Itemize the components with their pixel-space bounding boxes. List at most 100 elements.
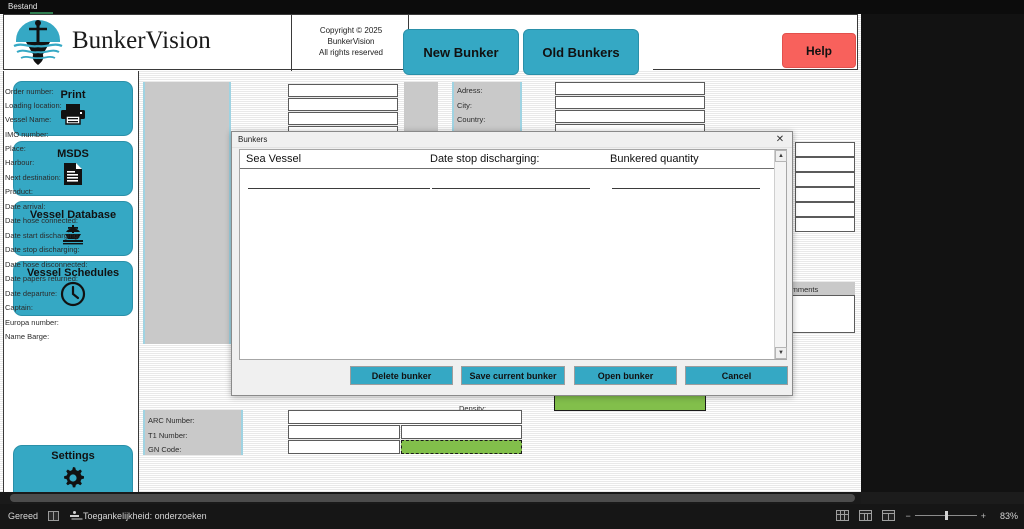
form-input[interactable] — [555, 110, 705, 123]
menu-active-underline — [30, 12, 53, 14]
close-icon[interactable]: ✕ — [775, 134, 785, 145]
form-label: Date hose connected: — [5, 216, 78, 225]
form-bottom-label-block — [143, 410, 243, 455]
form-label: City: — [457, 101, 472, 110]
bunkers-dialog: Bunkers ✕ Sea Vessel Date stop dischargi… — [231, 131, 793, 396]
form-input[interactable] — [795, 172, 855, 187]
sidebar-item-settings-label: Settings — [51, 449, 95, 462]
cancel-button[interactable]: Cancel — [685, 366, 788, 385]
spreadsheet-canvas[interactable]: BunkerVision Copyright © 2025 BunkerVisi… — [0, 14, 861, 492]
page-layout-view-icon[interactable] — [859, 510, 873, 521]
form-input[interactable] — [795, 202, 855, 217]
form-label: Vessel Name: — [5, 115, 52, 124]
sidebar-item-msds[interactable]: MSDS — [13, 141, 133, 196]
zoom-slider-track[interactable] — [914, 511, 977, 520]
copyright-line-2: BunkerVision — [327, 37, 375, 46]
form-label: Loading location: — [5, 101, 62, 110]
column-header-sea-vessel: Sea Vessel — [246, 153, 302, 165]
page-break-view-icon[interactable] — [882, 510, 896, 521]
copyright-line-3: All rights reserved — [318, 48, 384, 57]
form-label: Date hose disconnected: — [5, 260, 88, 269]
form-input[interactable] — [288, 84, 398, 97]
sidebar-item-vessel-database-label: Vessel Database — [29, 208, 117, 221]
gn-code-status-field[interactable] — [401, 440, 522, 454]
form-label: Date departure: — [5, 289, 58, 298]
accessibility-status[interactable]: Toegankelijkheid: onderzoeken — [69, 511, 207, 521]
density-label: Density: — [459, 404, 487, 413]
normal-view-icon[interactable] — [836, 510, 850, 521]
sidebar-item-msds-label: MSDS — [57, 147, 89, 160]
accessibility-icon — [69, 511, 80, 521]
sidebar-item-settings[interactable]: Settings — [13, 445, 133, 492]
statusbar: Gereed Toegankelijkheid: onderzoeken − +… — [0, 504, 1024, 529]
comments-label: Comments — [782, 285, 819, 294]
sidebar-item-vessel-database[interactable]: Vessel Database — [13, 201, 133, 256]
form-label: Date start discharging: — [5, 231, 81, 240]
zoom-slider-knob[interactable] — [944, 511, 948, 520]
form-label: Product: — [5, 187, 33, 196]
form-input[interactable] — [555, 96, 705, 109]
form-label: Captain: — [5, 303, 33, 312]
bunkervision-logo — [12, 18, 64, 68]
arc-number-input[interactable] — [288, 410, 522, 424]
menu-item-bestand[interactable]: Bestand — [8, 2, 38, 11]
dialog-titlebar[interactable]: Bunkers ✕ — [232, 132, 792, 148]
form-label: Next destination: — [5, 173, 61, 182]
delete-bunker-button[interactable]: Delete bunker — [350, 366, 453, 385]
record-mode-icon[interactable] — [48, 511, 60, 521]
form-input[interactable] — [795, 142, 855, 157]
save-current-bunker-button[interactable]: Save current bunker — [461, 366, 565, 385]
zoom-level-label[interactable]: 83% — [999, 510, 1018, 521]
new-bunker-button[interactable]: New Bunker — [403, 29, 519, 75]
statusbar-left: Gereed Toegankelijkheid: onderzoeken — [8, 511, 207, 521]
zoom-out-button[interactable]: − — [905, 510, 911, 521]
app-title: BunkerVision — [72, 27, 211, 54]
form-label: Harbour: — [5, 158, 35, 167]
form-input[interactable] — [288, 98, 398, 111]
sidebar: Print MSDS Vessel Database — [3, 71, 139, 492]
density-input[interactable] — [401, 425, 522, 439]
form-label: Date arrival: — [5, 202, 46, 211]
open-bunker-button[interactable]: Open bunker — [574, 366, 677, 385]
spreadsheet-content: BunkerVision Copyright © 2025 BunkerVisi… — [0, 14, 861, 492]
form-input[interactable] — [795, 187, 855, 202]
form-label: Date stop discharging: — [5, 245, 80, 254]
form-label: Date papers returned: — [5, 274, 78, 283]
column-header-date-stop-discharging: Date stop discharging: — [430, 153, 540, 165]
form-input[interactable] — [288, 112, 398, 125]
header-divider-left — [291, 15, 292, 71]
t1-number-input[interactable] — [288, 425, 400, 439]
form-label: Place: — [5, 144, 26, 153]
help-button[interactable]: Help — [782, 33, 856, 68]
ship-icon — [60, 223, 86, 249]
clock-icon — [60, 281, 86, 311]
form-label: ARC Number: — [148, 416, 195, 425]
old-bunkers-button[interactable]: Old Bunkers — [523, 29, 639, 75]
sidebar-item-print[interactable]: Print — [13, 81, 133, 136]
form-label: Adress: — [457, 86, 483, 95]
form-right-label-block — [452, 82, 522, 132]
sidebar-item-vessel-schedules[interactable]: Vessel Schedules — [13, 261, 133, 316]
column-rule-1 — [248, 188, 430, 189]
bunkers-list-panel[interactable]: Sea Vessel Date stop discharging: Bunker… — [239, 149, 787, 360]
form-input[interactable] — [555, 82, 705, 95]
gear-icon — [59, 464, 87, 493]
summary-status-bar — [554, 395, 706, 411]
sidebar-item-vessel-schedules-label: Vessel Schedules — [26, 266, 120, 279]
form-input[interactable] — [795, 217, 855, 232]
form-label: Order number: — [5, 87, 54, 96]
horizontal-scrollbar-thumb[interactable] — [10, 494, 855, 502]
zoom-slider[interactable]: − + — [905, 511, 986, 521]
status-ready-label: Gereed — [8, 511, 39, 521]
gn-code-input[interactable] — [288, 440, 400, 454]
form-label: GN Code: — [148, 445, 182, 454]
column-rule-2 — [432, 188, 590, 189]
scroll-up-icon[interactable]: ▲ — [775, 150, 787, 162]
zoom-in-button[interactable]: + — [980, 510, 986, 521]
column-rule-3 — [612, 188, 760, 189]
form-label: Country: — [457, 115, 486, 124]
workspace-gutter — [861, 14, 1024, 492]
form-input[interactable] — [795, 157, 855, 172]
bunkers-list-scrollbar[interactable]: ▲ ▼ — [774, 150, 787, 359]
scroll-down-icon[interactable]: ▼ — [775, 347, 787, 359]
